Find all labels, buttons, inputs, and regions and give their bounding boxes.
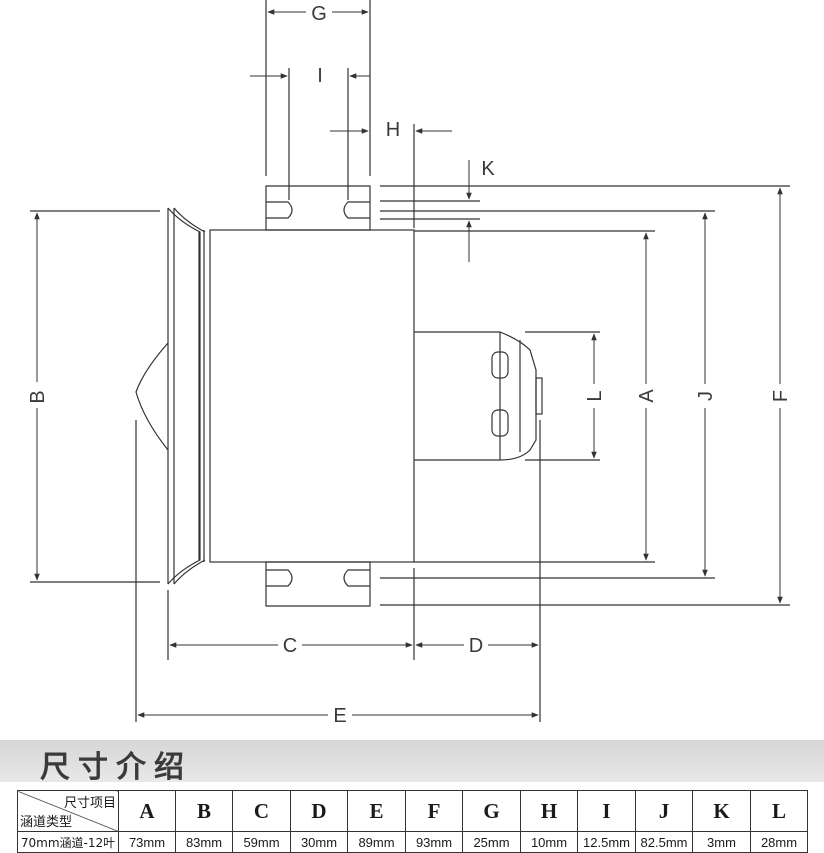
dimension-table: 尺寸项目 涵道类型 A B C D E F G H I J K L 70mm涵道…	[17, 790, 808, 853]
col-header: A	[118, 790, 176, 832]
table-corner-cell: 尺寸项目 涵道类型	[17, 790, 119, 832]
col-header: F	[405, 790, 463, 832]
table-cell: 83mm	[175, 831, 233, 853]
table-cell: 3mm	[692, 831, 751, 853]
top-mount-tab	[265, 185, 371, 231]
table-cell: 30mm	[290, 831, 348, 853]
dim-label-i: I	[317, 65, 323, 87]
bottom-mount-tab	[265, 561, 371, 607]
table-cell: 12.5mm	[577, 831, 636, 853]
table-cell: 10mm	[520, 831, 578, 853]
row-label: 70mm涵道-12叶	[17, 831, 119, 853]
motor-can	[414, 331, 537, 461]
table-cell: 28mm	[750, 831, 808, 853]
col-header: B	[175, 790, 233, 832]
section-header-bar: 尺寸介绍	[0, 740, 824, 785]
table-cell: 25mm	[462, 831, 521, 853]
section-title: 尺寸介绍	[40, 750, 192, 785]
col-header: C	[232, 790, 291, 832]
col-header: I	[577, 790, 636, 832]
table-row: 70mm涵道-12叶 73mm 83mm 59mm 30mm 89mm 93mm…	[17, 831, 808, 853]
dim-label-j: J	[695, 391, 717, 401]
dim-label-k: K	[481, 158, 495, 180]
dim-label-d: D	[469, 635, 483, 657]
dim-label-f: F	[770, 390, 792, 402]
table-cell: 82.5mm	[635, 831, 693, 853]
dim-label-a: A	[636, 389, 658, 403]
dim-label-g: G	[311, 3, 327, 25]
dim-label-e: E	[333, 705, 346, 727]
table-cell: 59mm	[232, 831, 291, 853]
dim-label-c: C	[283, 635, 297, 657]
table-cell: 93mm	[405, 831, 463, 853]
table-header-row: 尺寸项目 涵道类型 A B C D E F G H I J K L	[17, 790, 808, 832]
col-header: H	[520, 790, 578, 832]
col-header: D	[290, 790, 348, 832]
spinner-cone	[135, 342, 169, 451]
corner-label-type: 涵道类型	[20, 815, 73, 830]
col-header: E	[347, 790, 406, 832]
col-header: K	[692, 790, 751, 832]
col-header: L	[750, 790, 808, 832]
table-cell: 73mm	[118, 831, 176, 853]
corner-label-items: 尺寸项目	[63, 796, 116, 811]
table-cell: 89mm	[347, 831, 406, 853]
col-header: J	[635, 790, 693, 832]
dim-label-l: L	[584, 390, 606, 401]
fan-housing-body	[209, 229, 415, 563]
inlet-lip	[167, 207, 201, 585]
dim-label-b: B	[27, 390, 49, 403]
col-header: G	[462, 790, 521, 832]
dim-label-h: H	[386, 119, 400, 141]
ducted-fan-dimension-drawing: G I H K B L A J F C D E	[27, 0, 792, 727]
